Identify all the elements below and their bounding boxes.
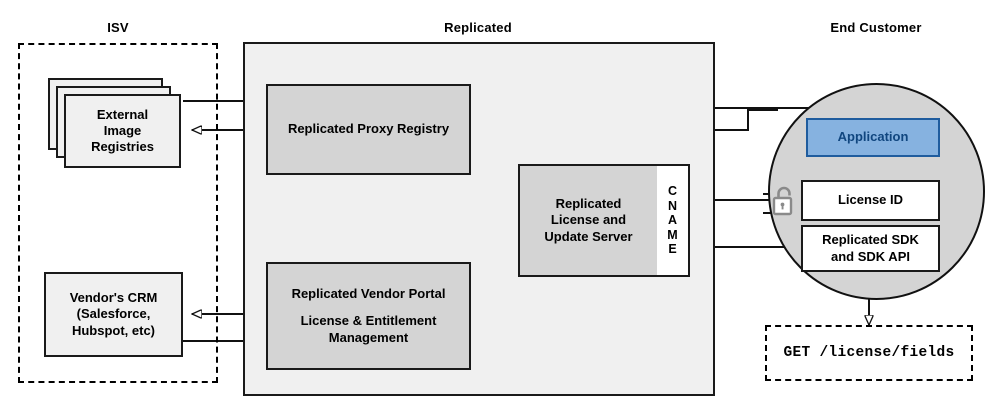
cname-letter-n: N xyxy=(667,198,678,213)
application[interactable]: Application xyxy=(806,118,940,157)
replicated-vendor-portal-line-2: License & Entitlement xyxy=(300,313,437,329)
replicated-license-update-server-line-2: License and xyxy=(550,212,627,228)
api-request-box[interactable]: GET /license/fields xyxy=(765,325,973,381)
cname-letter-a: A xyxy=(667,213,678,228)
replicated-sdk-line-2: and SDK API xyxy=(831,248,910,264)
external-image-registries-line-1: External xyxy=(96,106,149,122)
cname-strip[interactable]: C N A M E xyxy=(657,164,690,277)
cname-letter-c: C xyxy=(667,184,678,199)
replicated-license-update-server-line-3: Update Server xyxy=(544,228,633,244)
license-id-label: License ID xyxy=(837,192,904,208)
license-id[interactable]: License ID xyxy=(801,180,940,221)
cname-letter-m: M xyxy=(667,227,678,242)
external-image-registries[interactable]: External Image Registries xyxy=(64,94,181,168)
vendors-crm[interactable]: Vendor's CRM (Salesforce, Hubspot, etc) xyxy=(44,272,183,357)
replicated-license-update-server-line-1: Replicated xyxy=(555,196,622,212)
replicated-vendor-portal-title: Replicated Vendor Portal xyxy=(291,286,446,302)
replicated-proxy-registry[interactable]: Replicated Proxy Registry xyxy=(266,84,471,175)
zone-isv-boundary xyxy=(18,43,218,383)
replicated-proxy-registry-label: Replicated Proxy Registry xyxy=(287,121,450,137)
replicated-vendor-portal-spacer xyxy=(292,302,446,313)
external-image-registries-line-3: Registries xyxy=(91,139,154,155)
application-label: Application xyxy=(837,129,909,145)
zone-title-end-customer: End Customer xyxy=(830,20,922,35)
zone-title-isv: ISV xyxy=(107,20,129,35)
vendors-crm-line-3: Hubspot, etc) xyxy=(71,322,156,338)
unlock-icon xyxy=(771,184,797,218)
replicated-sdk[interactable]: Replicated SDK and SDK API xyxy=(801,225,940,272)
replicated-vendor-portal-line-3: Management xyxy=(328,329,409,345)
vendors-crm-line-2: (Salesforce, xyxy=(76,306,151,322)
zone-title-replicated: Replicated xyxy=(444,20,512,35)
external-image-registries-line-2: Image xyxy=(103,122,142,138)
api-request-label: GET /license/fields xyxy=(783,344,955,361)
cname-letter-e: E xyxy=(668,242,677,257)
replicated-license-update-server[interactable]: Replicated License and Update Server xyxy=(518,164,659,277)
replicated-sdk-line-1: Replicated SDK xyxy=(822,232,919,248)
vendors-crm-line-1: Vendor's CRM xyxy=(69,290,158,306)
replicated-vendor-portal[interactable]: Replicated Vendor Portal License & Entit… xyxy=(266,262,471,370)
